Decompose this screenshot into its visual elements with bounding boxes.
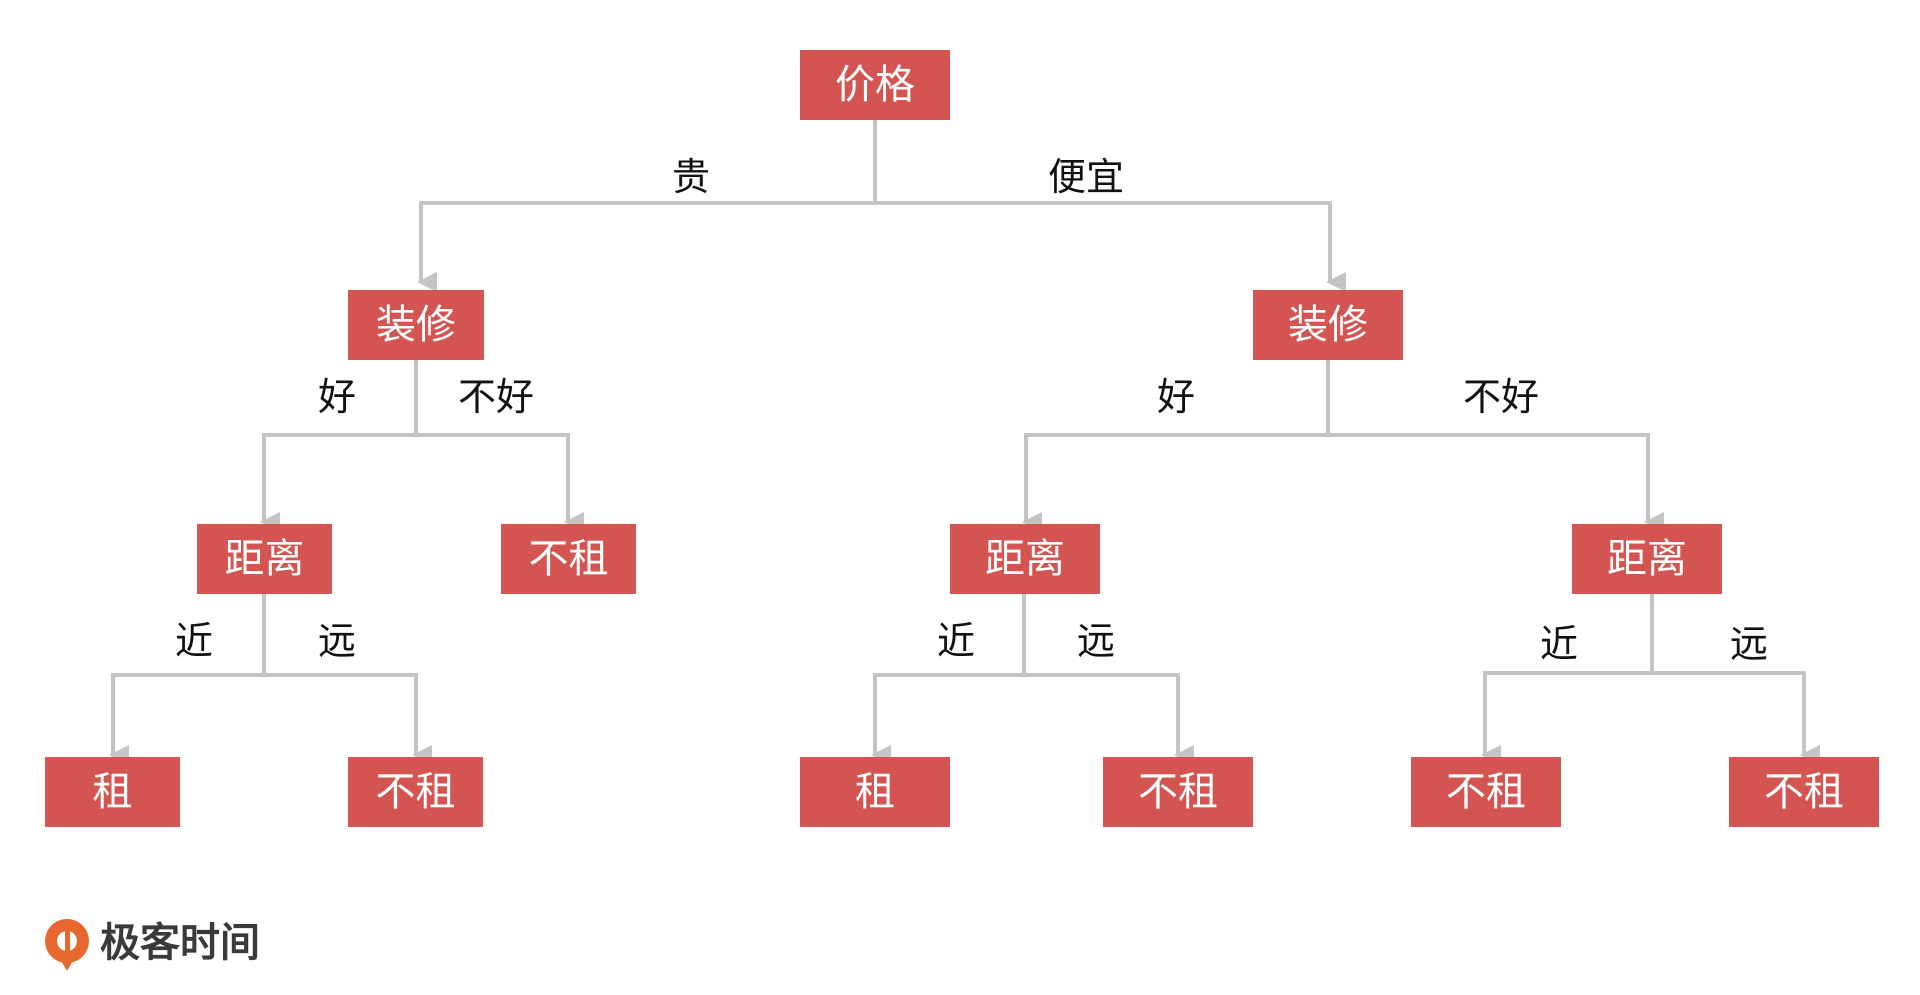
edge-label-left-good: 好 [318, 375, 357, 419]
node-leaf-5: 不租 [1411, 757, 1561, 827]
edge-decorL-left [260, 433, 416, 532]
node-leaf-4: 不租 [1103, 757, 1253, 827]
logo-text: 极客时间 [100, 920, 260, 966]
node-leaf-6: 不租 [1729, 757, 1879, 827]
edge-distRR-left [1481, 671, 1652, 765]
edge-label-far-3: 远 [1730, 622, 1769, 666]
edge-label-right-good: 好 [1157, 375, 1196, 419]
edge-label-cheap: 便宜 [1048, 155, 1125, 199]
edge-decorR-left [1022, 433, 1328, 532]
node-decor-right: 装修 [1253, 290, 1403, 360]
edge-distRL-right [1024, 673, 1194, 765]
node-leaf-left-bad: 不租 [501, 524, 636, 594]
geektime-logo-icon [45, 919, 89, 971]
node-distance-rr: 距离 [1572, 524, 1722, 594]
edge-label-near-2: 近 [937, 619, 976, 663]
node-leaf-3: 租 [800, 757, 950, 827]
edge-root-left [417, 201, 875, 292]
edge-label-near-1: 近 [175, 619, 214, 663]
edge-decorR-right [1328, 433, 1664, 532]
edge-root-right [875, 201, 1346, 292]
edge-label-right-bad: 不好 [1463, 375, 1540, 419]
node-distance-rl: 距离 [950, 524, 1100, 594]
node-decor-left: 装修 [348, 290, 484, 360]
node-leaf-1: 租 [45, 757, 180, 827]
node-distance-ll: 距离 [197, 524, 332, 594]
edge-label-left-bad: 不好 [458, 375, 535, 419]
edge-label-far-2: 远 [1077, 619, 1116, 663]
edge-distRR-right [1652, 671, 1820, 765]
edge-label-near-3: 近 [1540, 622, 1579, 666]
edge-label-expensive: 贵 [672, 155, 711, 199]
geektime-logo: 极客时间 [40, 915, 260, 975]
edge-distLL-left [109, 673, 264, 765]
edge-distLL-right [264, 673, 432, 765]
node-leaf-2: 不租 [348, 757, 483, 827]
edge-decorL-right [416, 433, 584, 532]
edge-distRL-left [871, 673, 1024, 765]
edge-label-far-1: 远 [318, 619, 357, 663]
node-root: 价格 [800, 50, 950, 120]
